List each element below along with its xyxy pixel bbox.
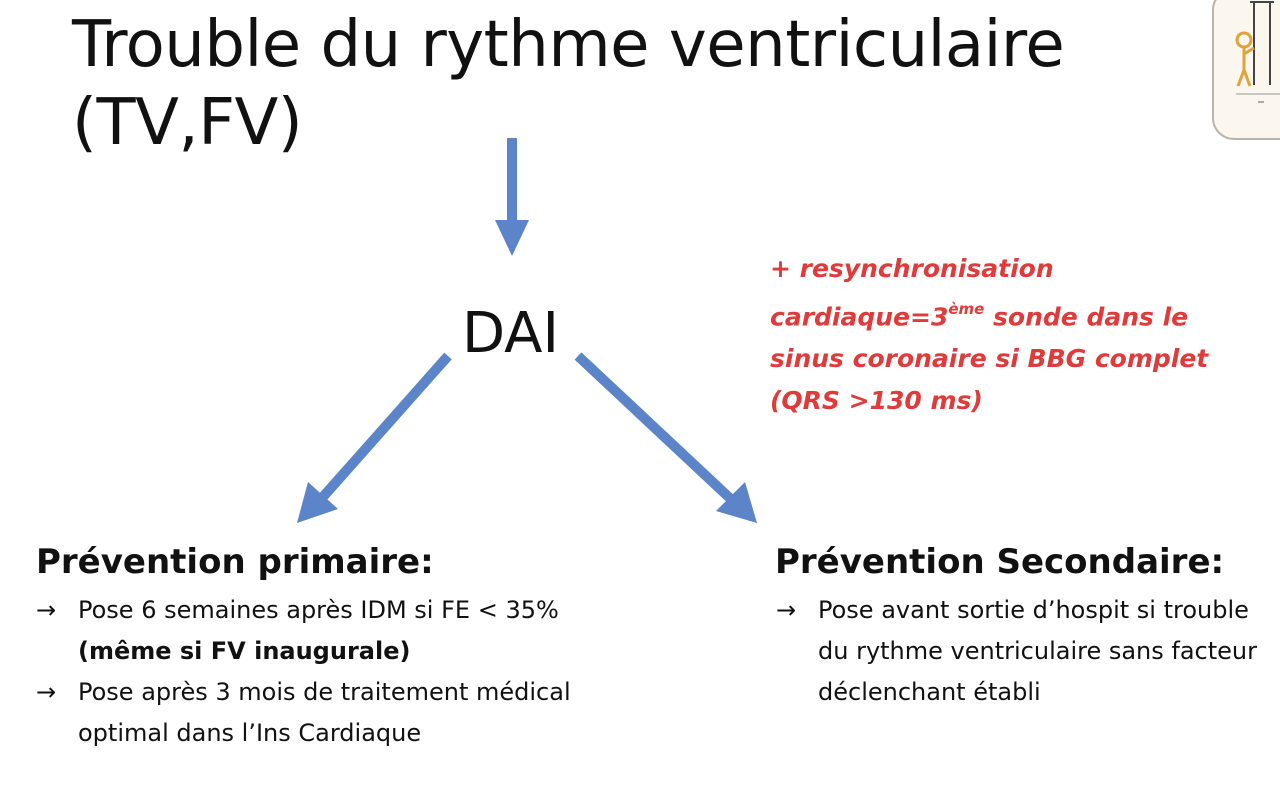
right-arrow-icon: → — [776, 596, 797, 624]
primary-prevention-heading: Prévention primaire: — [36, 542, 434, 582]
stick-figure-drawing — [1235, 1, 1280, 103]
note-text-end: sonde dans le sinus coronaire si BBG com… — [770, 302, 1209, 416]
secondary-item: → Pose avant sortie d’hospit si trouble d… — [776, 590, 1276, 713]
title-line-1: Trouble du rythme ventriculaire — [72, 8, 1065, 82]
right-arrow-icon: → — [36, 596, 57, 624]
right-arrow-icon: → — [36, 678, 57, 706]
primary-item: → Pose 6 semaines après IDM si FE < 35% (… — [36, 590, 576, 672]
primary-item-bold: (même si FV inaugurale) — [78, 637, 411, 665]
arrow-to-secondary — [574, 352, 757, 523]
arrow-to-primary — [297, 352, 452, 523]
slide-title: Trouble du rythme ventriculaire (TV,FV) — [72, 6, 1122, 162]
secondary-item-text: Pose avant sortie d’hospit si trouble du… — [818, 596, 1258, 706]
secondary-prevention-heading: Prévention Secondaire: — [775, 542, 1225, 582]
title-line-2: (TV,FV) — [72, 86, 303, 160]
stick-figure-thumbnail-icon — [1212, 0, 1280, 140]
primary-item-text: Pose après 3 mois de traitement médical … — [78, 678, 571, 747]
resynchronisation-note: + resynchronisation cardiaque=3ème sonde… — [770, 248, 1250, 422]
primary-item-text: Pose 6 semaines après IDM si FE < 35% — [78, 596, 559, 624]
primary-prevention-list: → Pose 6 semaines après IDM si FE < 35% (… — [36, 590, 576, 754]
dai-node: DAI — [462, 301, 559, 366]
note-superscript: ème — [948, 300, 985, 318]
primary-item: → Pose après 3 mois de traitement médical… — [36, 672, 576, 754]
secondary-prevention-list: → Pose avant sortie d’hospit si trouble d… — [776, 590, 1276, 713]
note-text-start: + resynchronisation cardiaque=3 — [770, 254, 1054, 332]
